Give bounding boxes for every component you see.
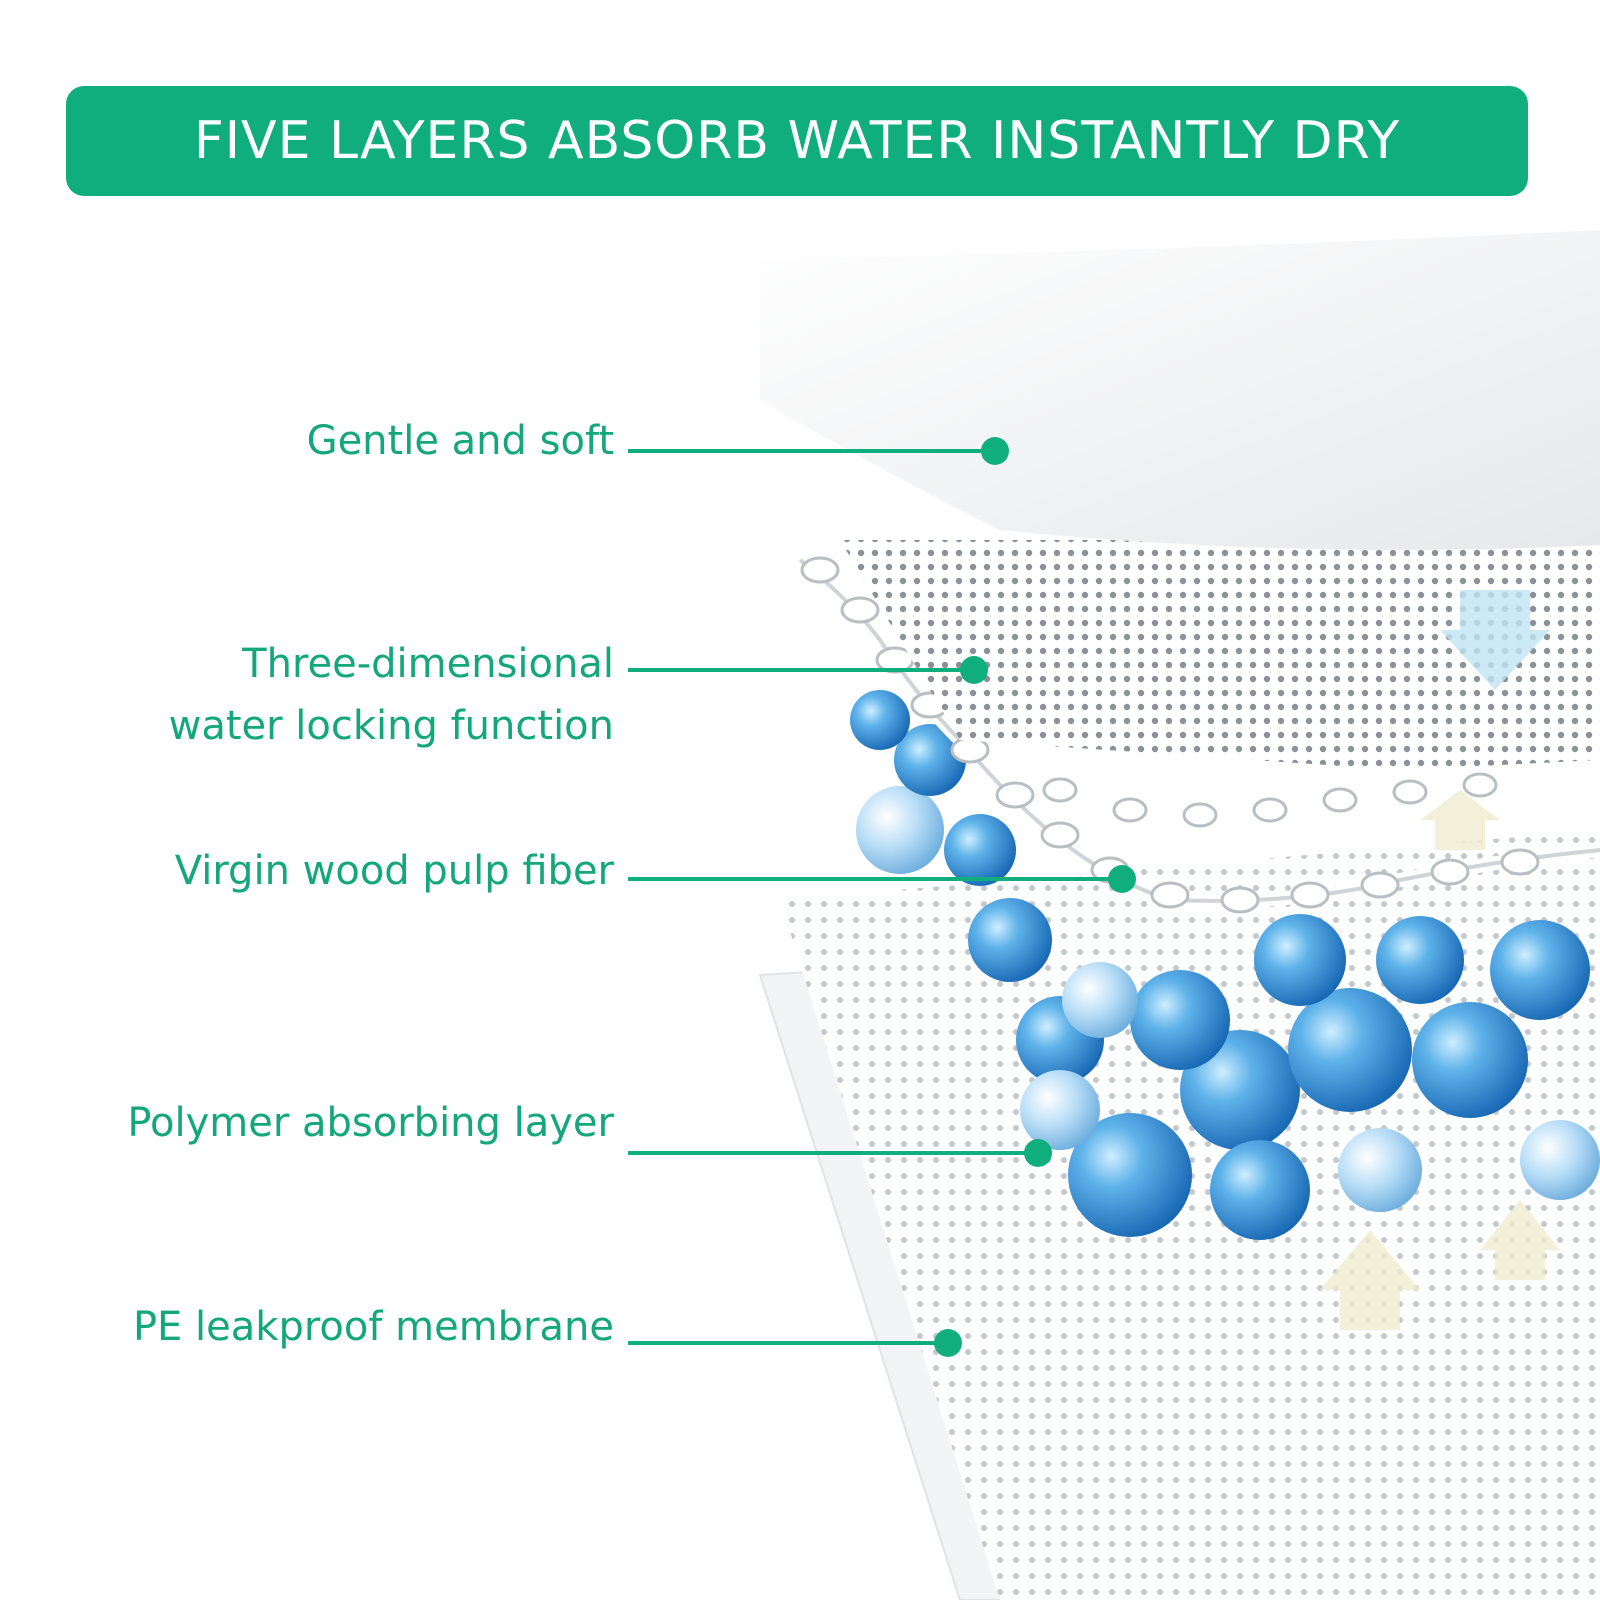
label-line: Three-dimensional — [242, 641, 614, 687]
leader-dot-three-dimensional — [960, 656, 988, 684]
leader-dot-gentle — [981, 437, 1009, 465]
label-line: Polymer absorbing layer — [127, 1100, 614, 1146]
label-line: water locking function — [168, 703, 614, 749]
label-line: PE leakproof membrane — [132, 1304, 614, 1350]
title-text: FIVE LAYERS ABSORB WATER INSTANTLY DRY — [193, 111, 1401, 171]
label-three-dimensional: Three-dimensional water locking function — [169, 633, 614, 757]
leader-dot-pe-membrane — [934, 1329, 962, 1357]
label-polymer-absorbing-layer: Polymer absorbing layer — [127, 1092, 614, 1154]
label-line: Gentle and soft — [306, 418, 614, 464]
label-line: Virgin wood pulp fiber — [174, 848, 614, 894]
label-pe-leakproof-membrane: PE leakproof membrane — [133, 1296, 614, 1358]
label-gentle-and-soft: Gentle and soft — [307, 410, 614, 472]
leader-dot-polymer — [1024, 1139, 1052, 1167]
leader-dot-wood-pulp — [1108, 865, 1136, 893]
title-banner: FIVE LAYERS ABSORB WATER INSTANTLY DRY — [66, 86, 1528, 196]
label-virgin-wood-pulp-fiber: Virgin wood pulp fiber — [175, 840, 614, 902]
